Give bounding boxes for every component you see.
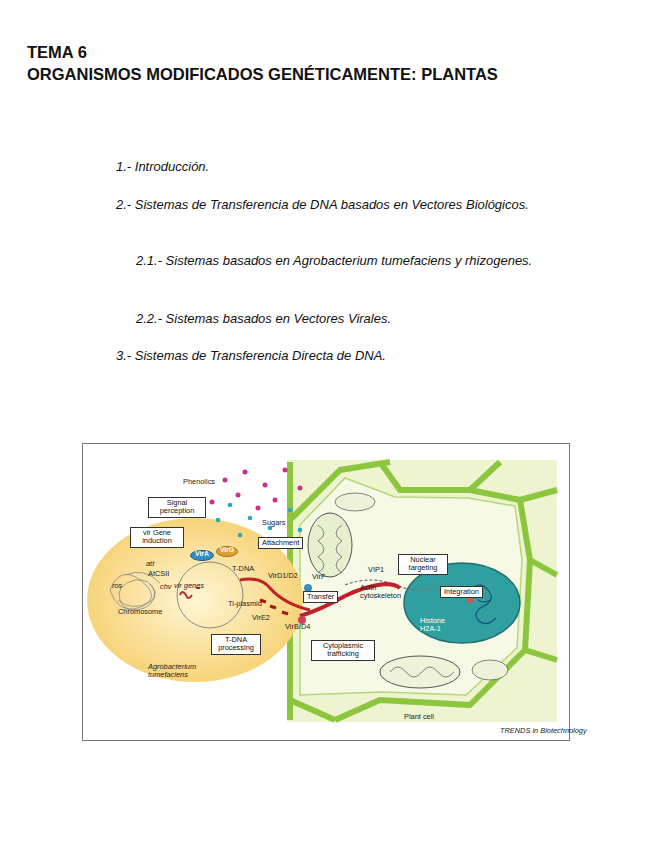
figure-label: Histone H2A-1 [420,617,460,634]
figure-label: vir genes [174,582,204,590]
node-text: Nuclear targeting [402,556,444,573]
outline-item: 3.- Sistemas de Transferencia Directa de… [116,347,536,364]
figure-label: T-DNA [232,565,254,573]
figure-label: chv [160,583,172,591]
node-text: Integration [444,588,479,596]
figure-label: VirF [312,573,325,581]
figure-label: VirE2 [252,614,270,622]
outline-item: 1.- Introducción. [116,158,536,175]
process-box: Attachment [258,537,303,549]
figure-label: Sugars [262,519,285,527]
figure-label: Actin cytoskeleton [360,584,398,601]
figure-label: Plant cell [404,713,434,721]
figure-label: att [146,560,154,568]
figure-label: VIP1 [368,566,384,574]
protein-oval: VirG [216,546,238,557]
figure-label: AtCSII [148,570,169,578]
figure-label: VirB/D4 [285,623,310,631]
figure-label: Chromosome [118,608,162,616]
process-box: Cytoplasmic trafficking [311,640,375,661]
process-box: Signal perception [148,497,206,518]
figure-label: Agrobacterium tumefaciens [148,663,218,680]
outline-item: 2.1.- Sistemas basados en Agrobacterium … [116,252,536,269]
node-text: Signal perception [152,499,202,516]
chapter-number: TEMA 6 [27,42,87,62]
node-text: VirG [216,546,238,554]
node-text: vir Gene induction [134,529,180,546]
process-box: T-DNA processing [211,634,261,655]
figure-label: Ti-plasmid [228,600,262,608]
outline-item: 2.2.- Sistemas basados en Vectores Viral… [116,310,536,327]
figure-label: ros [112,582,122,590]
process-box: Transfer [303,591,338,603]
outline-item: 2.- Sistemas de Transferencia de DNA bas… [116,196,536,213]
figure-label: VirD1/D2 [268,572,298,580]
node-text: Attachment [262,539,299,547]
process-box: Integration [440,586,483,598]
process-box: Nuclear targeting [398,554,448,575]
figure-label: Phenolics [183,478,215,486]
node-text: T-DNA processing [215,636,257,653]
protein-oval: VirA [190,550,214,561]
figure-label: TRENDS in Biotechnology [500,727,587,735]
node-text: Cytoplasmic trafficking [315,642,371,659]
process-box: vir Gene induction [130,527,184,548]
node-text: VirA [190,550,214,558]
page-title: ORGANISMOS MODIFICADOS GENÉTICAMENTE: PL… [27,64,498,84]
node-text: Transfer [307,593,334,601]
